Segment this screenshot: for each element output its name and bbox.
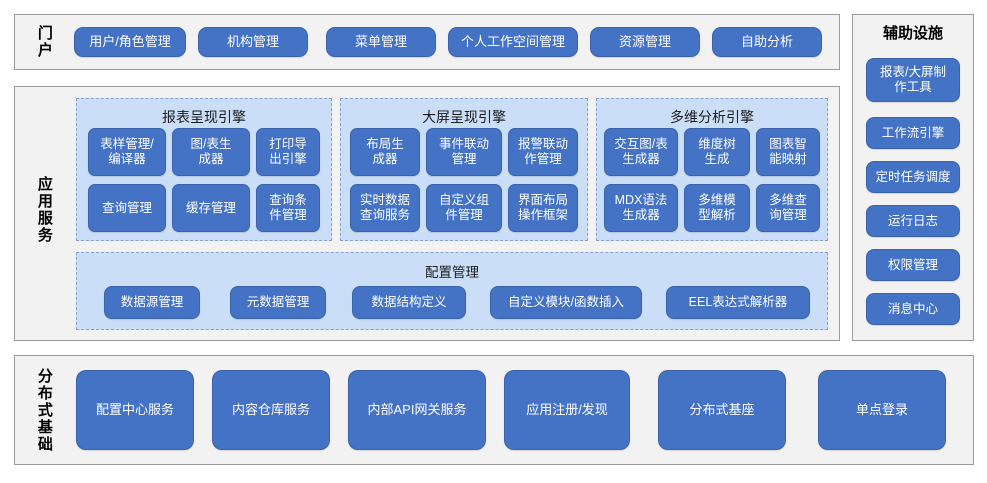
- app-services-section-label: 应用服务: [35, 176, 53, 244]
- engine-cell-ui-layout-operation-framework[interactable]: 界面布局 操作框架: [508, 184, 578, 232]
- engine-cell-event-linkage-management[interactable]: 事件联动 管理: [426, 128, 502, 176]
- engine-cell-interactive-chart-table-generator[interactable]: 交互图/表 生成器: [604, 128, 678, 176]
- aux-item-report-bigscreen-authoring-tool[interactable]: 报表/大屏制 作工具: [866, 58, 960, 102]
- infra-item-single-sign-on[interactable]: 单点登录: [818, 370, 946, 450]
- engine-cell-alarm-linkage-action-management[interactable]: 报警联动 作管理: [508, 128, 578, 176]
- aux-item-runtime-log[interactable]: 运行日志: [866, 205, 960, 237]
- engine-cell-multidim-model-parsing[interactable]: 多维模 型解析: [684, 184, 750, 232]
- engine-panel-multidim-analysis-title: 多维分析引擎: [670, 109, 754, 125]
- aux-section-title: 辅助设施: [882, 25, 943, 42]
- engine-cell-print-export-engine[interactable]: 打印导 出引擎: [256, 128, 320, 176]
- aux-item-message-center[interactable]: 消息中心: [866, 293, 960, 325]
- config-item-eel-expression-parser[interactable]: EEL表达式解析器: [666, 286, 810, 319]
- portal-item-user-role-management[interactable]: 用户/角色管理: [74, 27, 186, 57]
- config-item-data-structure-definition[interactable]: 数据结构定义: [352, 286, 466, 319]
- engine-cell-report-template-management-compiler[interactable]: 表样管理/ 编译器: [88, 128, 166, 176]
- aux-item-permission-management[interactable]: 权限管理: [866, 249, 960, 281]
- config-item-datasource-management[interactable]: 数据源管理: [104, 286, 200, 319]
- portal-item-personal-workspace-management[interactable]: 个人工作空间管理: [448, 27, 578, 57]
- engine-cell-dimension-tree-generation[interactable]: 维度树 生成: [684, 128, 750, 176]
- engine-cell-query-condition-management[interactable]: 查询条 件管理: [256, 184, 320, 232]
- engine-cell-custom-component-management[interactable]: 自定义组 件管理: [426, 184, 502, 232]
- infra-item-content-repository-service[interactable]: 内容仓库服务: [212, 370, 330, 450]
- engine-cell-chart-intelligent-mapping[interactable]: 图表智 能映射: [756, 128, 820, 176]
- portal-item-org-management[interactable]: 机构管理: [198, 27, 308, 57]
- infra-item-app-registration-discovery[interactable]: 应用注册/发现: [504, 370, 630, 450]
- engine-cell-mdx-syntax-generator[interactable]: MDX语法 生成器: [604, 184, 678, 232]
- aux-item-scheduled-task-scheduling[interactable]: 定时任务调度: [866, 161, 960, 193]
- engine-cell-multidim-query-management[interactable]: 多维查 询管理: [756, 184, 820, 232]
- engine-panel-report-rendering-title: 报表呈现引擎: [162, 109, 246, 125]
- engine-cell-chart-table-generator[interactable]: 图/表生 成器: [172, 128, 250, 176]
- engine-cell-realtime-data-query-service[interactable]: 实时数据 查询服务: [350, 184, 420, 232]
- engine-cell-layout-generator[interactable]: 布局生 成器: [350, 128, 420, 176]
- engine-panel-bigscreen-rendering-title: 大屏呈现引擎: [422, 109, 506, 125]
- portal-section-label: 门户: [35, 25, 53, 59]
- portal-item-resource-management[interactable]: 资源管理: [590, 27, 700, 57]
- engine-cell-query-management[interactable]: 查询管理: [88, 184, 166, 232]
- portal-item-menu-management[interactable]: 菜单管理: [326, 27, 436, 57]
- config-management-title: 配置管理: [425, 265, 479, 280]
- infra-item-distributed-base[interactable]: 分布式基座: [658, 370, 786, 450]
- infra-item-config-center-service[interactable]: 配置中心服务: [76, 370, 194, 450]
- engine-cell-cache-management[interactable]: 缓存管理: [172, 184, 250, 232]
- config-item-custom-module-function-insert[interactable]: 自定义模块/函数插入: [490, 286, 642, 319]
- infrastructure-section-label: 分布式基础: [35, 367, 53, 453]
- infra-item-internal-api-gateway-service[interactable]: 内部API网关服务: [348, 370, 486, 450]
- config-item-metadata-management[interactable]: 元数据管理: [230, 286, 326, 319]
- aux-item-workflow-engine[interactable]: 工作流引擎: [866, 117, 960, 149]
- portal-item-self-service-analysis[interactable]: 自助分析: [712, 27, 822, 57]
